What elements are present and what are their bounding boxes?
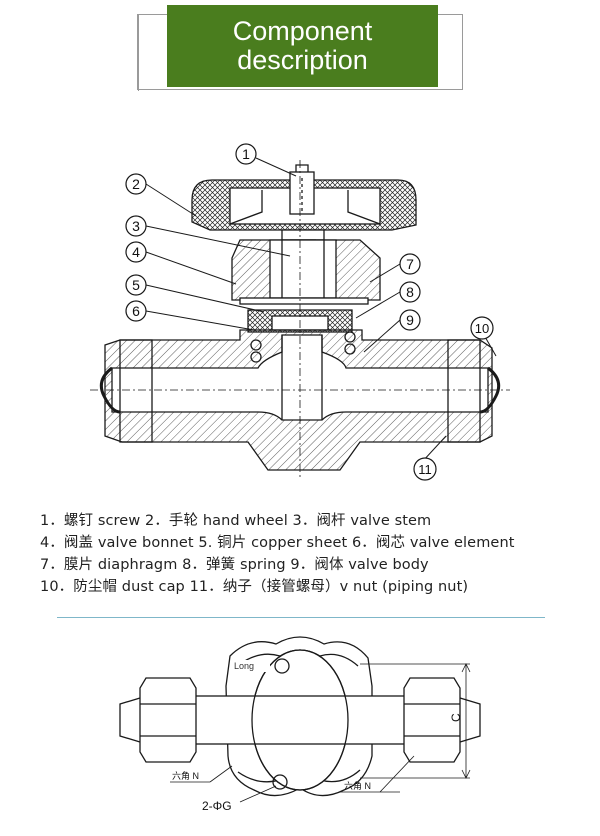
title-box: Component description — [167, 5, 438, 87]
title-line-2: description — [237, 45, 368, 75]
legend-line-1: 1．螺钉 screw 2．手轮 hand wheel 3．阀杆 valve st… — [40, 513, 432, 529]
legend-line-2: 4．阀盖 valve bonnet 5. 铜片 copper sheet 6．阀… — [40, 535, 515, 551]
callout-3: 3 — [132, 218, 140, 234]
callout-10: 10 — [475, 321, 489, 336]
callout-7: 7 — [406, 256, 414, 272]
valve-outline-drawing: Long C 六角 N 六角 N 2-ΦG — [119, 636, 481, 813]
callout-6: 6 — [132, 303, 140, 319]
logo-text: Long — [234, 661, 254, 671]
legend-line-4: 10．防尘帽 dust cap 11．纳子（接管螺母）v nut (piping… — [40, 579, 469, 595]
valve-section-drawing: 1 2 3 4 5 6 7 8 9 10 11 — [90, 143, 510, 481]
hex-label-left: 六角 N — [172, 770, 199, 781]
callout-11: 11 — [418, 462, 432, 477]
parts-legend: 1．螺钉 screw 2．手轮 hand wheel 3．阀杆 valve st… — [40, 510, 585, 598]
hex-label-right: 六角 N — [344, 780, 371, 791]
holes-label: 2-ΦG — [202, 799, 232, 813]
callout-1: 1 — [242, 146, 250, 162]
dimension-c-label: C — [449, 713, 463, 722]
callout-5: 5 — [132, 277, 140, 293]
callout-2: 2 — [132, 176, 140, 192]
section-divider — [57, 617, 545, 618]
title-line-1: Component — [232, 16, 373, 46]
callout-9: 9 — [406, 312, 414, 328]
callout-8: 8 — [406, 284, 414, 300]
legend-line-3: 7．膜片 diaphragm 8．弹簧 spring 9．阀体 valve bo… — [40, 557, 429, 573]
callout-4: 4 — [132, 244, 140, 260]
